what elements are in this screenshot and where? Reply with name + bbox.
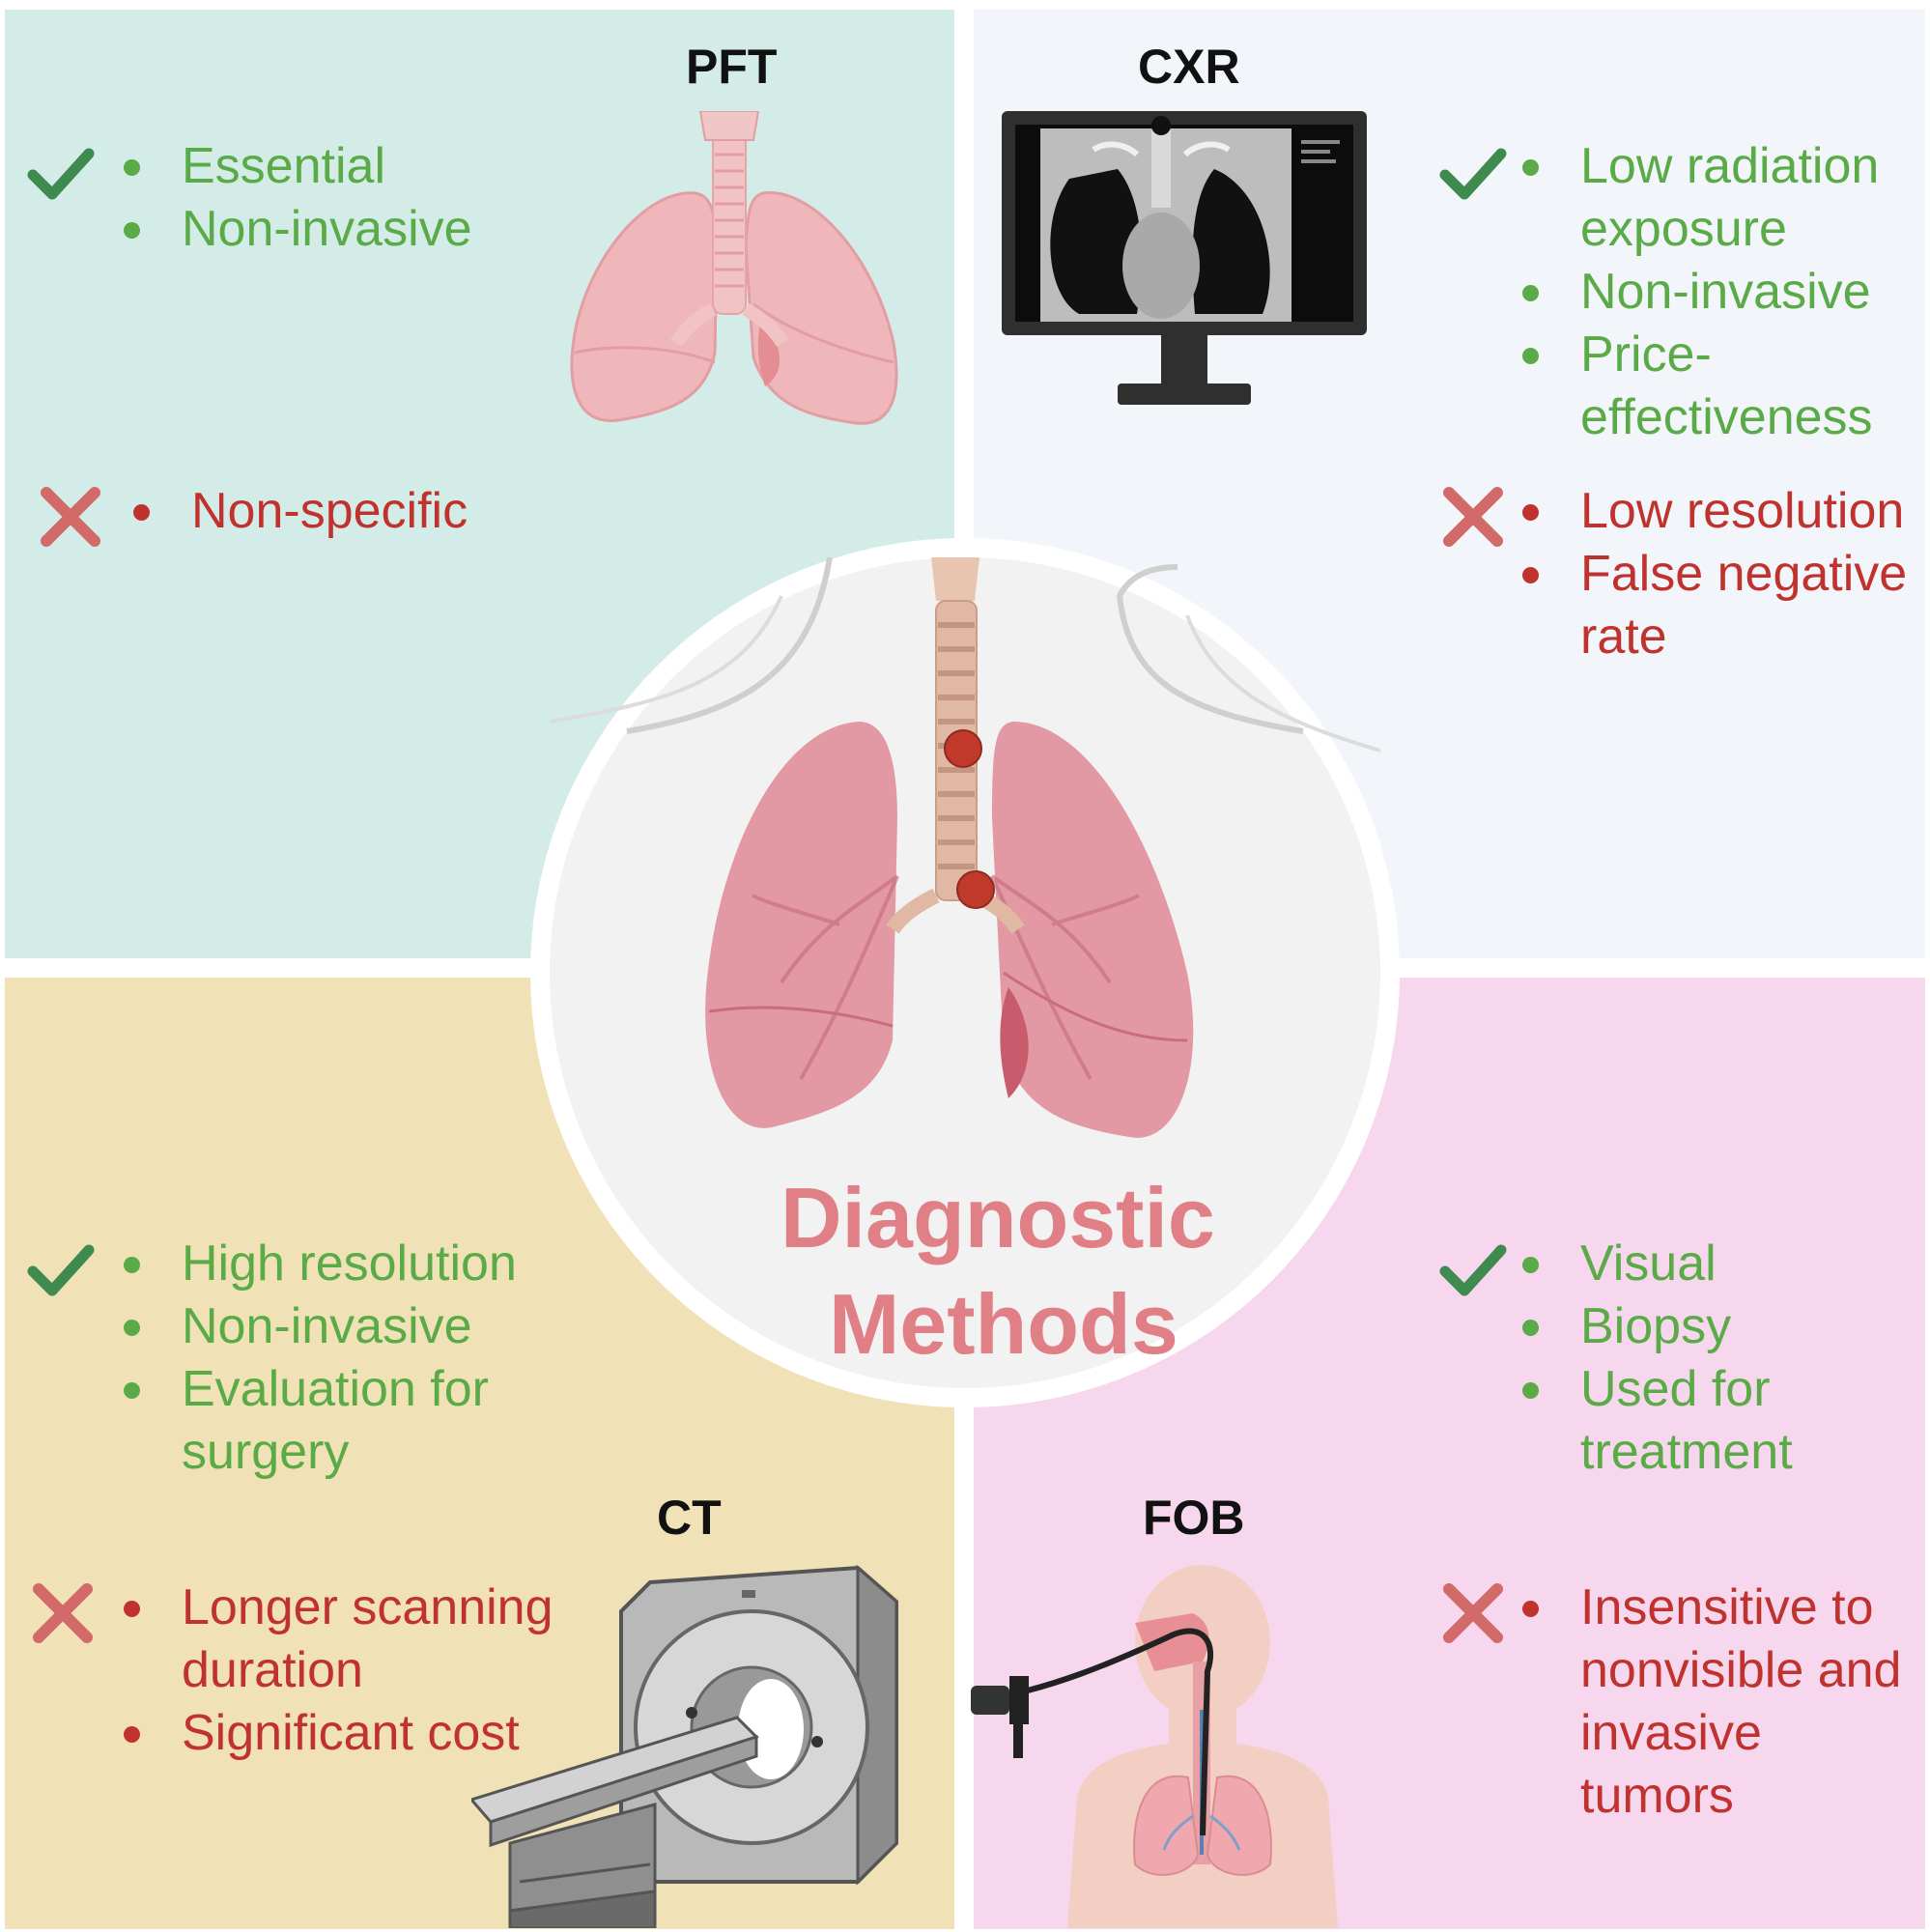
list-item: Evaluation for surgery (124, 1358, 529, 1484)
list-item: Biopsy (1522, 1295, 1909, 1358)
list-item: Significant cost (124, 1702, 587, 1765)
list-item: Used for treatment (1522, 1358, 1909, 1484)
pft-pros-list: Essential Non-invasive (124, 135, 529, 261)
monitor-xray-illustration (1002, 111, 1367, 405)
cxr-pros-list: Low radiation exposure Non-invasive Pric… (1522, 135, 1928, 449)
cross-icon (1443, 487, 1503, 547)
ct-title: CT (657, 1491, 722, 1545)
ct-scanner-illustration (471, 1564, 898, 1928)
torso-lungs-illustration (550, 557, 1380, 1138)
ct-cons-list: Longer scanning duration Significant cos… (124, 1577, 587, 1765)
check-icon (27, 1244, 95, 1296)
cross-icon (1443, 1583, 1503, 1643)
fob-title: FOB (1143, 1491, 1245, 1545)
cross-icon (33, 1583, 93, 1643)
ct-pros-list: High resolution Non-invasive Evaluation … (124, 1233, 529, 1484)
list-item: High resolution (124, 1233, 529, 1295)
list-item: Non-invasive (124, 1295, 529, 1358)
list-item: False negative rate (1522, 543, 1928, 668)
list-item: Non-specific (133, 480, 597, 543)
list-item: Non-invasive (1522, 261, 1928, 324)
cxr-title: CXR (1138, 40, 1240, 94)
list-item: Price-effectiveness (1522, 324, 1928, 449)
list-item: Longer scanning duration (124, 1577, 587, 1702)
fob-pros-list: Visual Biopsy Used for treatment (1522, 1233, 1909, 1484)
center-title-line2: Methods (829, 1276, 1178, 1372)
pft-title: PFT (686, 40, 778, 94)
list-item: Insensitive to nonvisible and invasive t… (1522, 1577, 1909, 1828)
list-item: Non-invasive (124, 198, 529, 261)
check-icon (1439, 1244, 1507, 1296)
cross-icon (41, 487, 100, 547)
lungs-illustration (570, 111, 898, 425)
list-item: Low radiation exposure (1522, 135, 1928, 261)
list-item: Visual (1522, 1233, 1909, 1295)
bronchoscopy-illustration (971, 1565, 1338, 1928)
check-icon (1439, 148, 1507, 200)
cxr-cons-list: Low resolution False negative rate (1522, 480, 1928, 668)
pft-cons-list: Non-specific (133, 480, 597, 543)
list-item: Low resolution (1522, 480, 1928, 543)
check-icon (27, 148, 95, 200)
fob-cons-list: Insensitive to nonvisible and invasive t… (1522, 1577, 1909, 1828)
center-title-line1: Diagnostic (781, 1170, 1215, 1265)
list-item: Essential (124, 135, 529, 198)
